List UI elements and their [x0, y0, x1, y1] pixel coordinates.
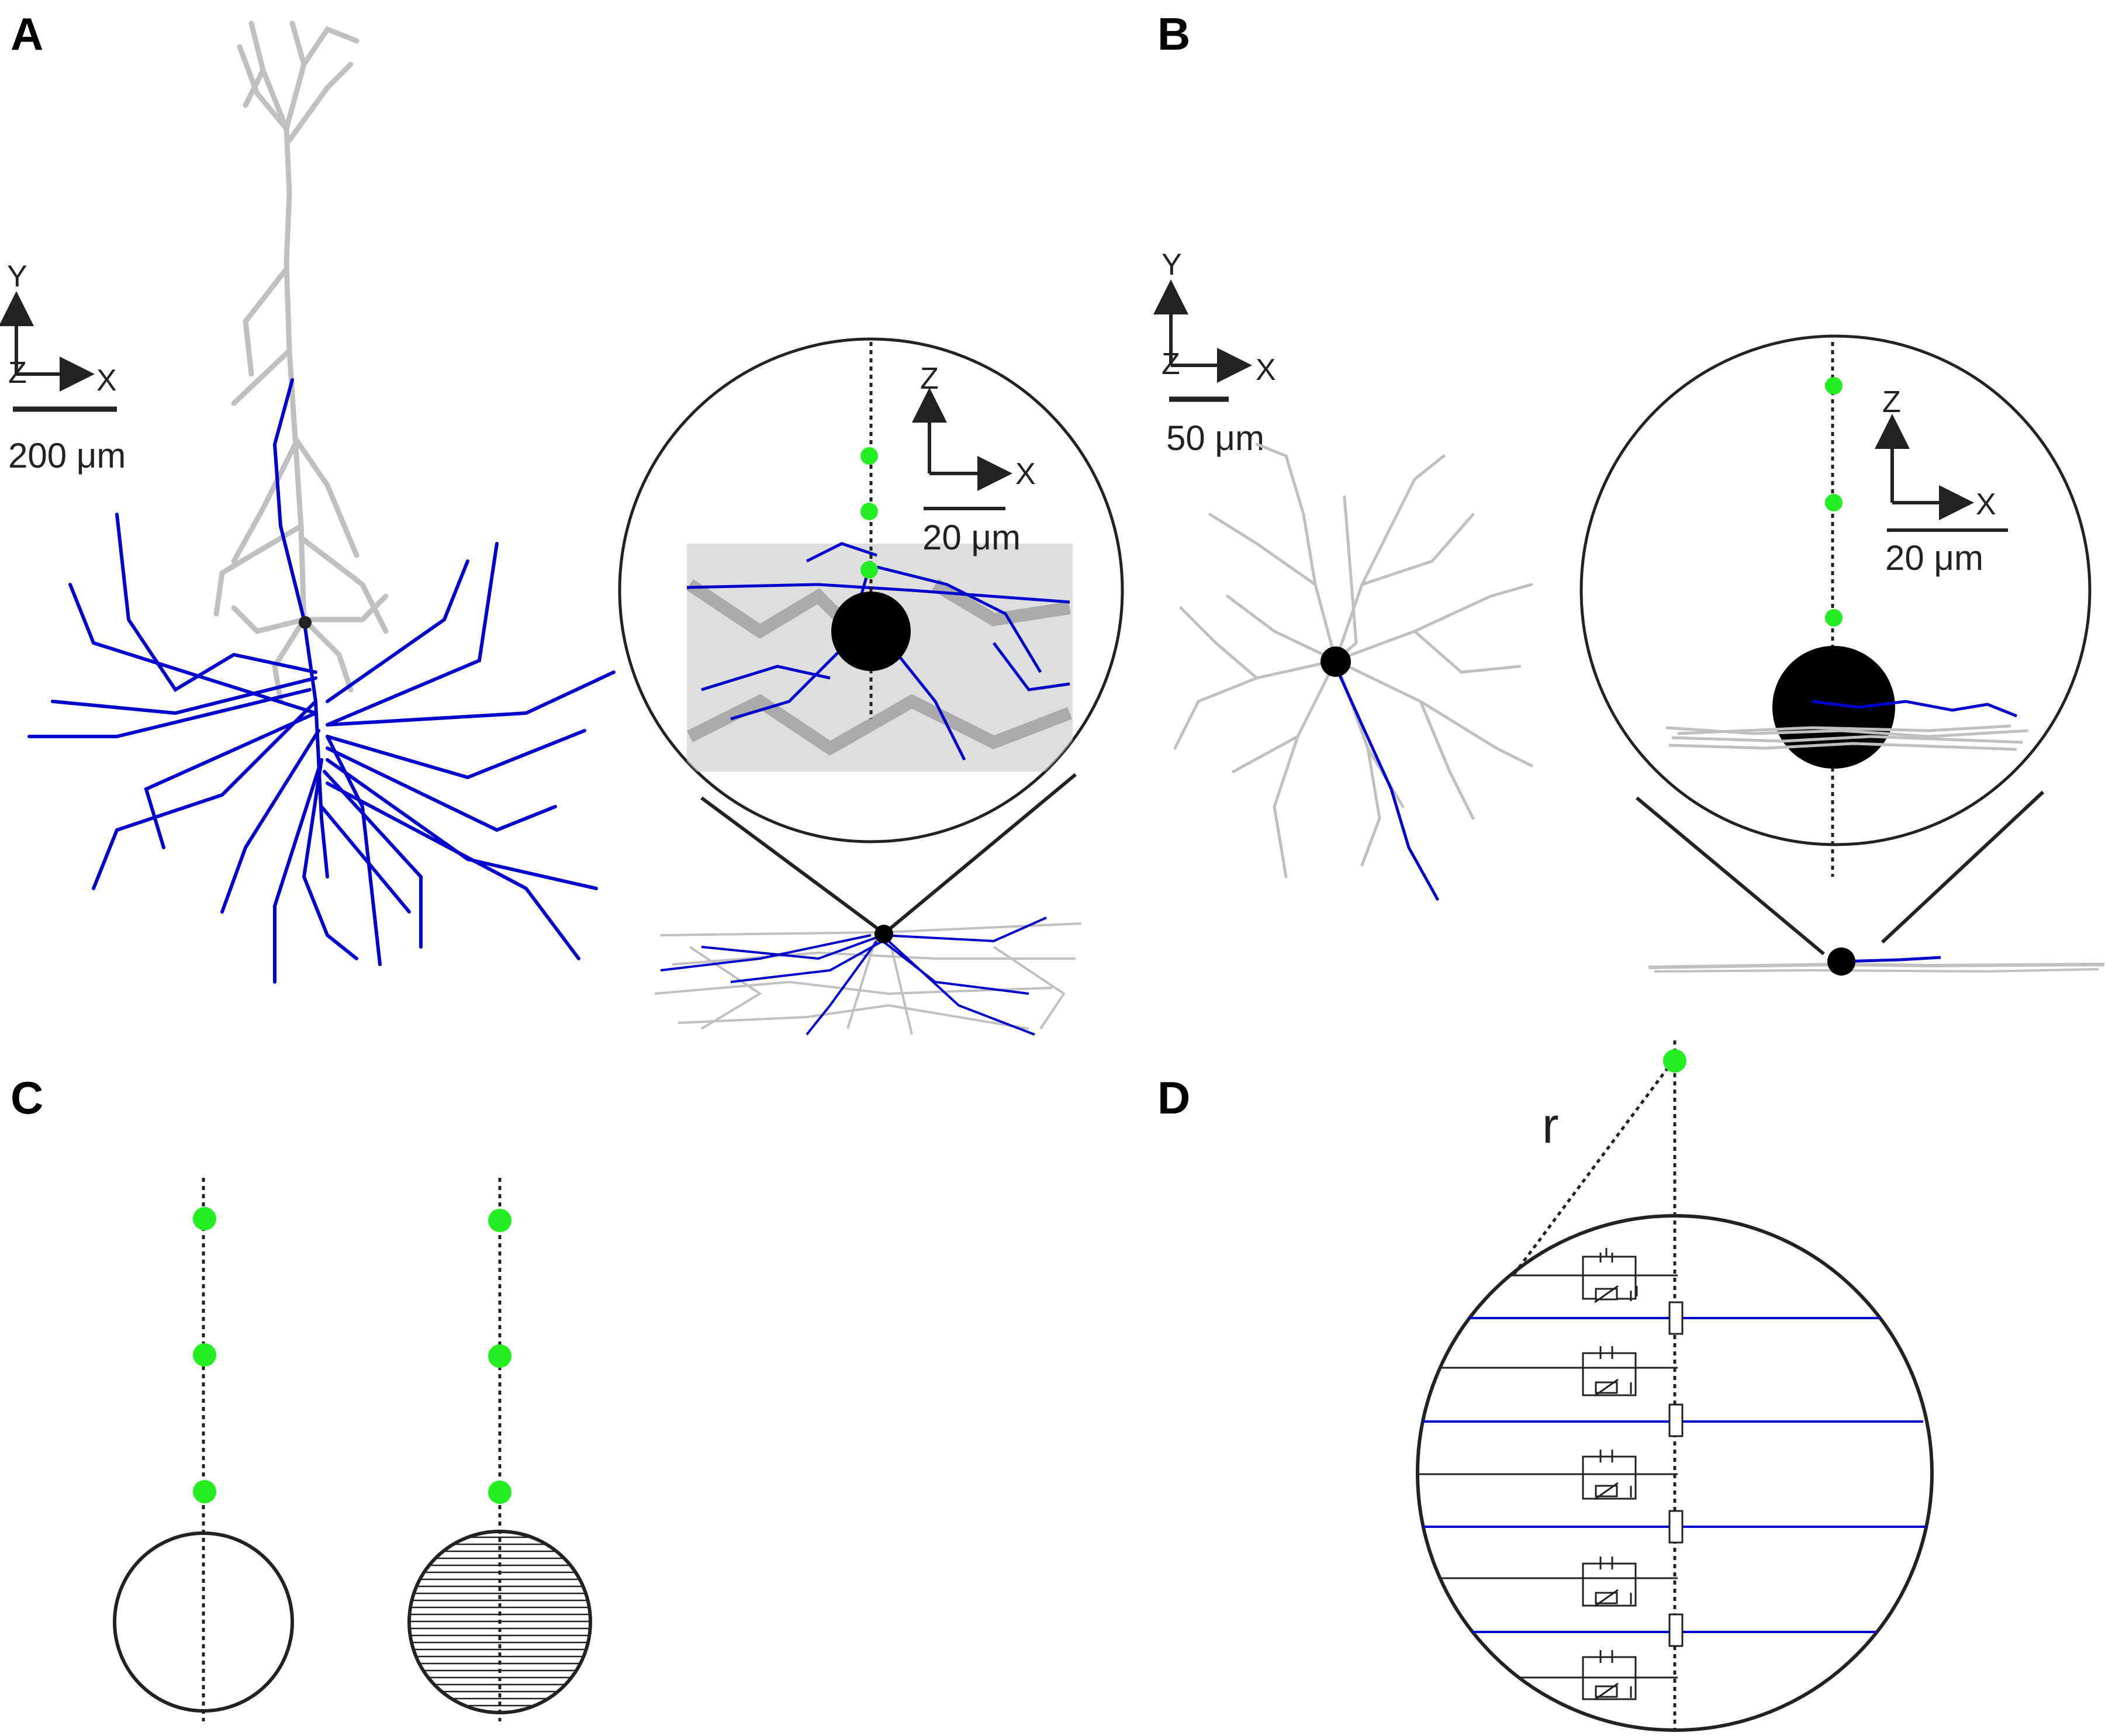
axon-a — [27, 378, 616, 984]
inset-axis-z-label: Z — [1882, 385, 1901, 419]
resistor-icon — [1668, 1613, 1684, 1647]
panel-d: D r — [1157, 1040, 1934, 1733]
rc-unit-2 — [1582, 1346, 1637, 1397]
inset-scale-bar-label: 20 μm — [1885, 538, 1983, 577]
resistor-icon — [1668, 1301, 1684, 1335]
axis-x-label: X — [1256, 353, 1276, 387]
dendrites-a — [213, 20, 389, 704]
neuron-side-view-b — [1648, 956, 2105, 973]
rc-unit-3 — [1582, 1450, 1637, 1500]
electrode-icon — [488, 1344, 511, 1368]
axis-z-label: Z — [1162, 347, 1180, 381]
resistor-icon — [1668, 1510, 1684, 1544]
electrode-icon — [1663, 1049, 1686, 1073]
electrode-icon — [1825, 609, 1843, 627]
soma-inset-a: Z X 20 μm — [618, 337, 1124, 843]
distance-line — [1512, 1060, 1675, 1275]
distance-label: r — [1542, 1098, 1559, 1154]
inset-axis-z-label: Z — [920, 362, 939, 396]
axis-y-label: Y — [1162, 248, 1182, 282]
sphere-model-segmented — [407, 1178, 592, 1721]
inset-circle — [1579, 334, 2092, 846]
electrode-icon — [488, 1209, 511, 1232]
resistor-icon — [1668, 1403, 1684, 1437]
dendrites-b — [1173, 442, 1533, 879]
panel-c: C — [11, 1072, 592, 1721]
axis-y-label: Y — [7, 260, 27, 293]
rc-unit-4 — [1582, 1557, 1637, 1607]
electrode-icon — [193, 1343, 216, 1367]
rc-unit-1 — [1582, 1248, 1638, 1303]
panel-a: A Y Z X 200 μm — [0, 8, 1124, 1036]
axon-b — [1334, 665, 1440, 901]
electrode-icon — [193, 1207, 216, 1230]
soma-magnified — [1772, 646, 1895, 769]
panel-label-a: A — [11, 8, 43, 60]
soma-side-view — [874, 925, 893, 943]
electrode-icon — [1825, 494, 1843, 511]
inset-scale-bar-label: 20 μm — [922, 518, 1021, 557]
axis-indicator-a: Y Z X 200 μm — [0, 260, 126, 475]
scale-bar-label: 200 μm — [8, 436, 126, 475]
panel-label-d: D — [1157, 1072, 1190, 1123]
axial-resistors — [1668, 1301, 1684, 1647]
soma — [1321, 646, 1351, 677]
soma — [299, 616, 312, 629]
electrode-icon — [488, 1481, 511, 1504]
sphere-model-plain — [113, 1178, 294, 1721]
inset-axis-x-label: X — [1976, 487, 1996, 521]
panel-label-b: B — [1157, 8, 1190, 60]
neuron-side-view-a — [654, 917, 1082, 1036]
soma-side-view — [1827, 947, 1855, 976]
axis-indicator-b: Y Z X 50 μm — [1153, 248, 1276, 458]
zoom-connector — [700, 796, 884, 934]
zoom-connector — [1636, 796, 1825, 956]
axis-x-label: X — [96, 364, 117, 397]
zoom-connector — [884, 773, 1077, 934]
electrode-icon — [1825, 377, 1843, 395]
soma-inset-b: Z X 20 μm — [1579, 334, 2092, 877]
panel-b: B Y Z X 50 μm — [1153, 8, 2105, 976]
electrode-icon — [860, 503, 878, 520]
inset-axis-x-label: X — [1015, 457, 1036, 491]
axis-z-label: Z — [8, 356, 27, 390]
panel-label-c: C — [11, 1072, 43, 1123]
soma-sphere — [1416, 1214, 1934, 1732]
scale-bar-label: 50 μm — [1166, 419, 1264, 458]
soma-magnified — [831, 592, 911, 671]
electrode-icon — [860, 561, 878, 579]
electrode-icon — [860, 447, 878, 465]
zoom-connector — [1881, 790, 2045, 944]
axon-magnified — [1812, 700, 2017, 718]
electrode-icon — [193, 1480, 216, 1503]
rc-unit-5 — [1582, 1650, 1637, 1701]
